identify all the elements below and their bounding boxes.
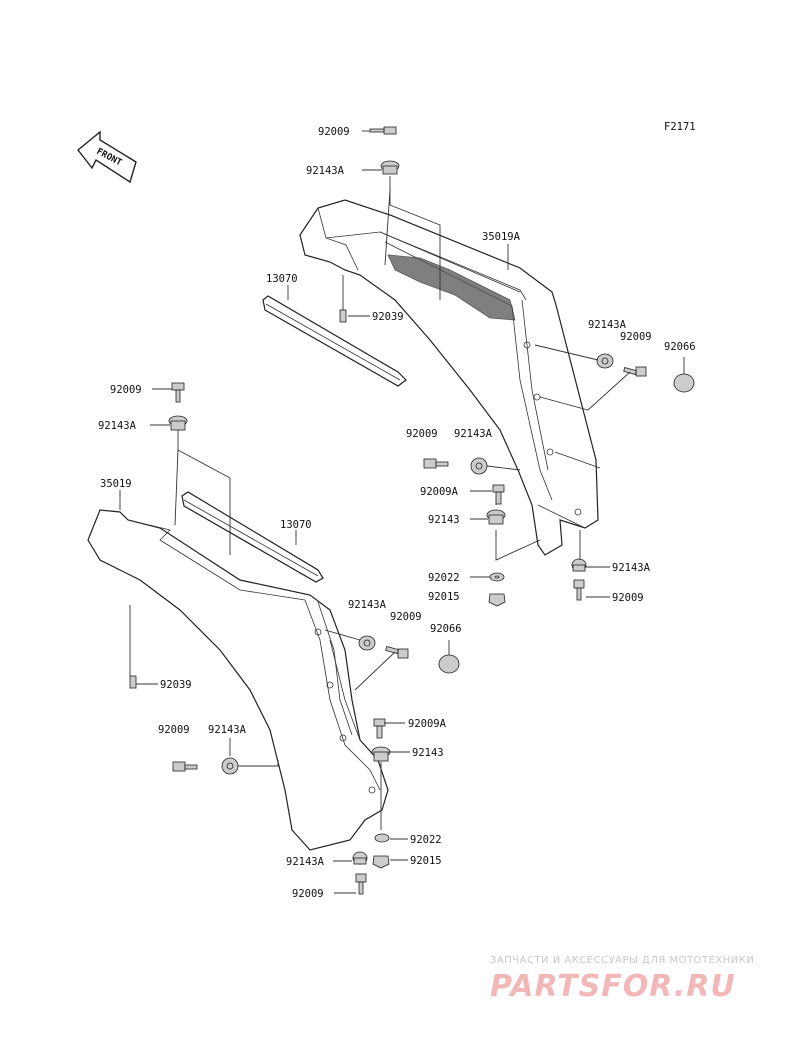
bolt-92009a-middle (492, 484, 505, 505)
trim-strip-13070-lower (181, 491, 324, 583)
washer-92022-middle (489, 572, 505, 582)
bolt-92009-right-bottom (573, 579, 585, 601)
label-92009-top: 92009 (318, 126, 350, 138)
nut-92015-middle (488, 593, 506, 607)
label-92066-left: 92066 (430, 623, 462, 635)
label-92009a-middle: 92009A (420, 486, 459, 498)
label-35019a: 35019A (482, 231, 521, 243)
fender-35019-part (87, 509, 389, 851)
clip-92039-top (339, 309, 347, 323)
bolt-92009-middle (423, 458, 449, 469)
label-92015-middle: 92015 (428, 591, 460, 603)
grommet-92143a-middle (470, 457, 488, 475)
label-92143-left: 92143 (412, 747, 444, 759)
leader-lines (119, 130, 685, 894)
label-92143-middle: 92143 (428, 514, 460, 526)
bolt-92009-left-bottom (355, 873, 367, 895)
bolt-92009-left-mid (385, 646, 409, 659)
grommet-92143a-right-bottom (571, 558, 587, 572)
grommet-92143-left (371, 746, 391, 762)
bolt-92009a-left (373, 718, 386, 739)
trim-strip-13070-top (262, 295, 407, 387)
cap-92066-left (438, 654, 460, 674)
label-35019: 35019 (100, 478, 132, 490)
label-92009-right-bottom: 92009 (612, 592, 644, 604)
label-92143a-top: 92143A (306, 165, 345, 177)
label-92143a-left-bottom: 92143A (286, 856, 325, 868)
label-92009-left-low: 92009 (158, 724, 190, 736)
washer-92022-left (374, 833, 390, 843)
label-13070-lower: 13070 (280, 519, 312, 531)
front-arrow-icon: FRONT (77, 130, 137, 184)
bolt-92009-left-low (172, 761, 198, 772)
label-92015-left: 92015 (410, 855, 442, 867)
label-13070-top: 13070 (266, 273, 298, 285)
label-92143a-middle: 92143A (454, 428, 493, 440)
label-92009-middle: 92009 (406, 428, 438, 440)
label-92022-left: 92022 (410, 834, 442, 846)
grommet-92143a-left-mid (358, 635, 376, 651)
label-92039-left: 92039 (160, 679, 192, 691)
label-92143a-left-low: 92143A (208, 724, 247, 736)
grommet-92143a-left-bottom (352, 851, 368, 865)
figure-code: F2171 (664, 121, 696, 133)
cap-92066-right (673, 373, 695, 393)
clip-92039-left (129, 675, 137, 689)
watermark-tagline: ЗАПЧАСТИ И АКСЕССУАРЫ ДЛЯ МОТОТЕХНИКИ (490, 955, 754, 966)
label-92143a-left-top: 92143A (98, 420, 137, 432)
label-92143a-right-bottom: 92143A (612, 562, 651, 574)
label-92009-left-mid: 92009 (390, 611, 422, 623)
label-92009-left-top: 92009 (110, 384, 142, 396)
grommet-92143-middle (486, 509, 506, 525)
bolt-92009-left-top (171, 382, 185, 403)
bolt-92009-top (369, 126, 397, 135)
label-92066-right: 92066 (664, 341, 696, 353)
watermark-brand: PARTSFOR.RU (490, 969, 736, 1004)
label-92009-right: 92009 (620, 331, 652, 343)
grommet-92143a-left-top (168, 415, 188, 431)
bolt-92009-right (623, 366, 647, 377)
grommet-92143a-top (380, 160, 400, 175)
label-92009-left-bottom: 92009 (292, 888, 324, 900)
nut-92015-left (372, 855, 390, 869)
label-92143a-right: 92143A (588, 319, 627, 331)
grommet-92143a-right (596, 353, 614, 369)
label-92143a-left-mid: 92143A (348, 599, 387, 611)
label-92022-middle: 92022 (428, 572, 460, 584)
fender-35019a-part (299, 199, 599, 556)
grommet-92143a-left-low (221, 757, 239, 775)
label-92009a-left: 92009A (408, 718, 447, 730)
label-92039-top: 92039 (372, 311, 404, 323)
